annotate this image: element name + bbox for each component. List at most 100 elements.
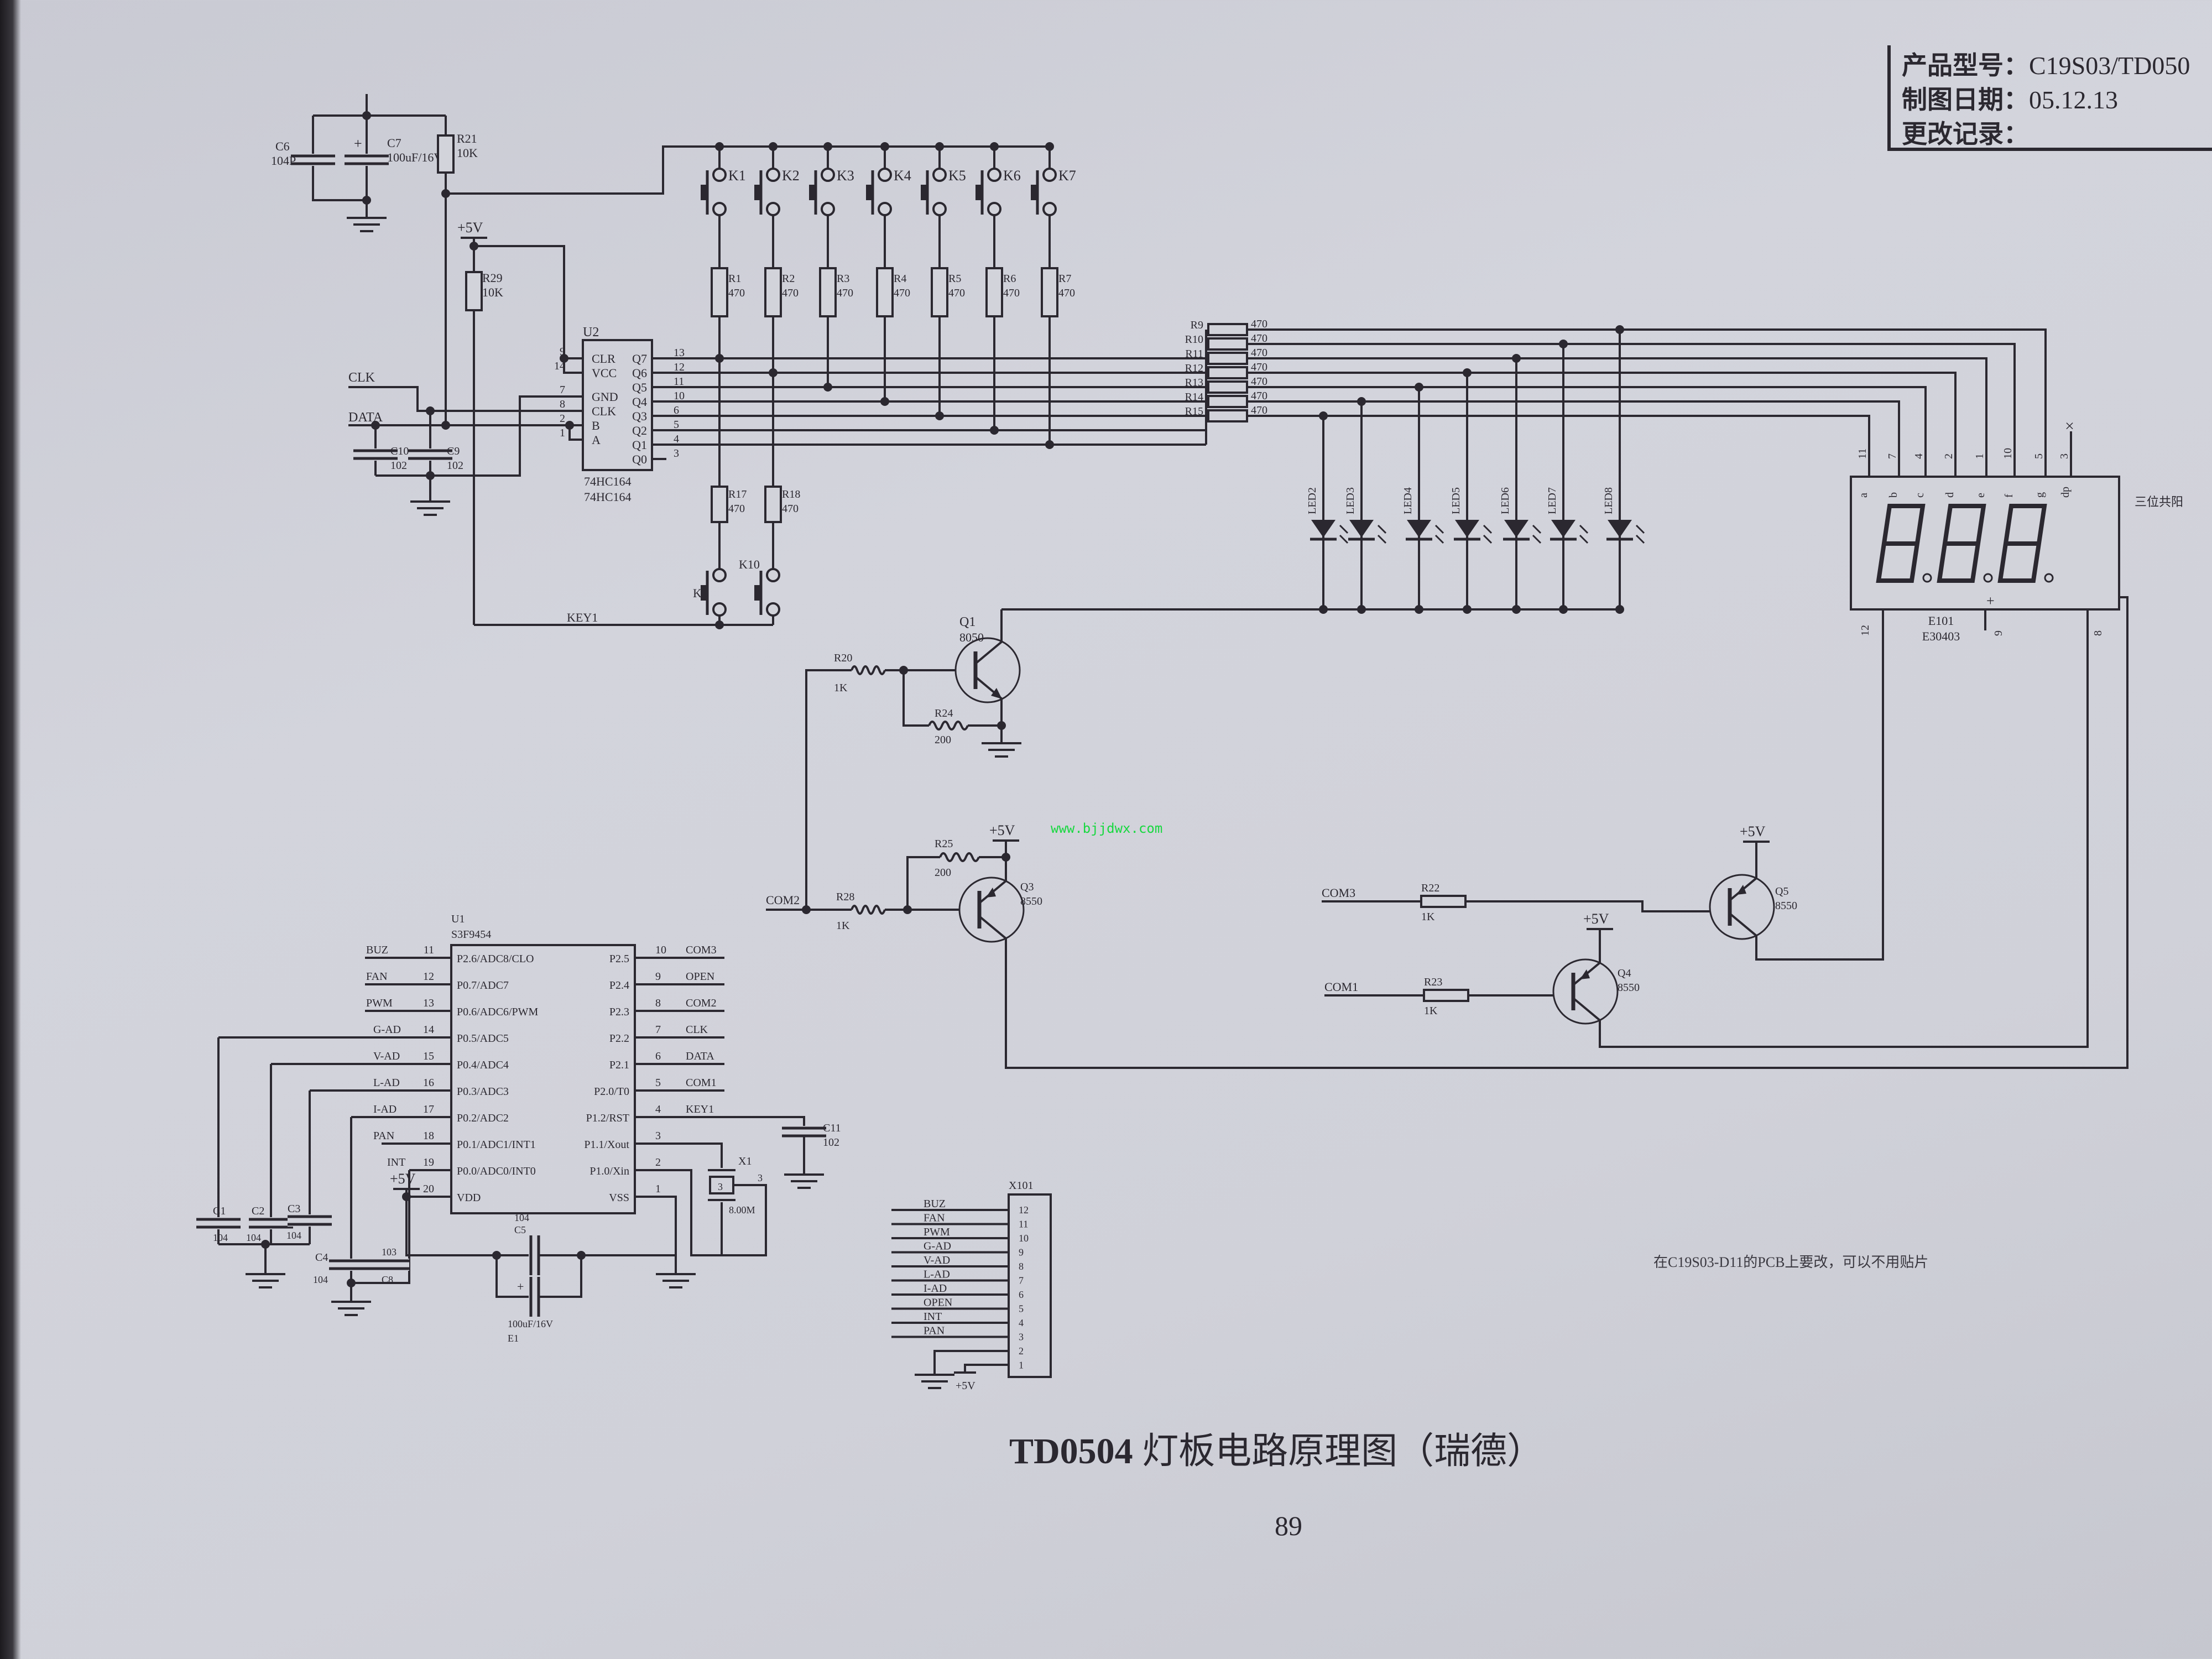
u1-pin-name: P0.2/ADC2: [457, 1112, 509, 1124]
diagram-title: TD0504 灯板电路原理图（瑞德）: [1009, 1421, 1543, 1474]
resistor-value: 470: [1251, 375, 1267, 388]
wire: [964, 1364, 1009, 1373]
transistor-arrow: [1736, 885, 1746, 895]
switch-contact: [1042, 202, 1057, 216]
label: R25: [935, 838, 953, 850]
switch-ref: K3: [837, 168, 854, 184]
u1-pin-name: P2.0/T0: [594, 1086, 629, 1098]
switch-contact: [712, 202, 727, 216]
label: C11: [823, 1122, 841, 1134]
led-ref: LED5: [1450, 487, 1462, 514]
display-segment-letter: f: [2003, 494, 2015, 498]
u2-pin-number: 7: [560, 384, 565, 396]
display-segment-letter: d: [1944, 492, 1956, 498]
resistor-ref: R10: [1185, 333, 1203, 346]
u1-pin-number: 4: [655, 1103, 661, 1115]
switch-contact: [932, 168, 947, 182]
push-button-switch: [975, 168, 1001, 216]
wire: [1247, 400, 1900, 477]
u2-pin-name: CLK: [592, 404, 616, 418]
u1-pin-number: 5: [655, 1077, 661, 1089]
label: 102: [447, 460, 463, 472]
wire: [539, 1255, 582, 1298]
led-light-rays: [1635, 524, 1645, 544]
switch-ref: K9: [693, 586, 708, 600]
u2-pin-name: Q6: [632, 366, 647, 380]
u2-pin-number: 6: [674, 404, 679, 416]
label: 8550: [1020, 895, 1042, 907]
u2-pin-number: 4: [674, 433, 679, 445]
label: Q1: [959, 615, 975, 629]
wire: [1247, 357, 1987, 477]
ground-icon: [410, 494, 450, 516]
resistor-value: 470: [1251, 318, 1267, 330]
display-pin-number: 7: [1886, 453, 1898, 459]
label: R29: [482, 271, 503, 285]
u1-pin-number: 9: [655, 971, 661, 983]
resistor-r20: [851, 665, 886, 675]
u1-pin-name: P0.4/ADC4: [457, 1059, 509, 1071]
label: C4: [315, 1251, 328, 1264]
u1-pin-name: P2.6/ADC8/CLO: [457, 953, 534, 965]
u2-pin-number: 1: [560, 427, 565, 439]
x101-pin-number: 12: [1019, 1204, 1029, 1215]
led-icon: [1454, 520, 1493, 544]
resistor-ref: R13: [1185, 377, 1203, 389]
key-resistor: [1041, 267, 1058, 317]
transistor-lead: [974, 640, 1003, 665]
wire: [933, 1350, 1009, 1367]
switch-actuator: [975, 185, 982, 200]
label: Q5: [1775, 885, 1788, 898]
led-light-rays: [1377, 524, 1387, 544]
page-shadow-edge: [0, 0, 21, 1659]
wire: [1599, 609, 2089, 1048]
label: C10: [390, 445, 409, 457]
resistor-r29: [465, 271, 483, 311]
resistor-value: 470: [894, 287, 910, 299]
label: 104: [514, 1212, 529, 1223]
capacitor-c10: [353, 448, 398, 461]
resistor-value: 470: [728, 287, 745, 299]
led-light-rays: [1339, 524, 1349, 544]
label: 8.00M: [729, 1204, 755, 1215]
u1-pin-name: P0.0/ADC0/INT0: [457, 1165, 536, 1177]
switch-ref: K5: [948, 168, 966, 184]
label: C6: [275, 139, 290, 153]
push-button-switch: [754, 168, 780, 216]
wire: [906, 856, 940, 910]
switch-actuator: [921, 185, 927, 200]
ground-icon: [982, 735, 1021, 758]
resistor-ref: R11: [1185, 348, 1203, 360]
u2-pin-number: 2: [560, 413, 565, 425]
u2-pin-number: 8: [560, 398, 565, 410]
supply-label: +5V: [1583, 911, 1609, 927]
connector-x101: [1008, 1193, 1052, 1378]
display-segment-letter: b: [1887, 492, 1900, 498]
label: 100uF/16V: [508, 1318, 553, 1329]
led-icon: [1606, 520, 1645, 544]
u1-pin-name: VDD: [457, 1192, 481, 1204]
capacitor-c3: [288, 1214, 332, 1227]
u2-pin-number: 9: [560, 346, 565, 358]
led-ref: LED6: [1499, 487, 1511, 514]
wire: [375, 395, 583, 477]
resistor-ref: R2: [782, 273, 795, 285]
resistor-ref: R12: [1185, 362, 1203, 374]
junction-dot: [362, 196, 371, 205]
u2-part: 74HC164: [584, 490, 632, 504]
push-button-switch: [809, 168, 835, 216]
segment-resistor: [1207, 337, 1248, 351]
u1-pin-name: P1.2/RST: [586, 1112, 629, 1124]
label: R21: [457, 132, 477, 145]
label: 10K: [482, 285, 503, 299]
u1-pin-number: 10: [655, 944, 666, 956]
x101-net-label: BUZ: [924, 1198, 946, 1210]
u2-pin-name: Q7: [632, 352, 647, 366]
switch-contact: [766, 168, 780, 182]
x101-pin-number: 9: [1019, 1247, 1024, 1258]
transistor-body: [1552, 958, 1619, 1025]
led-ref: LED3: [1344, 487, 1357, 514]
u2-pin-name: Q1: [632, 438, 647, 452]
x101-pin-number: 4: [1019, 1317, 1024, 1328]
label: 1K: [834, 682, 848, 694]
